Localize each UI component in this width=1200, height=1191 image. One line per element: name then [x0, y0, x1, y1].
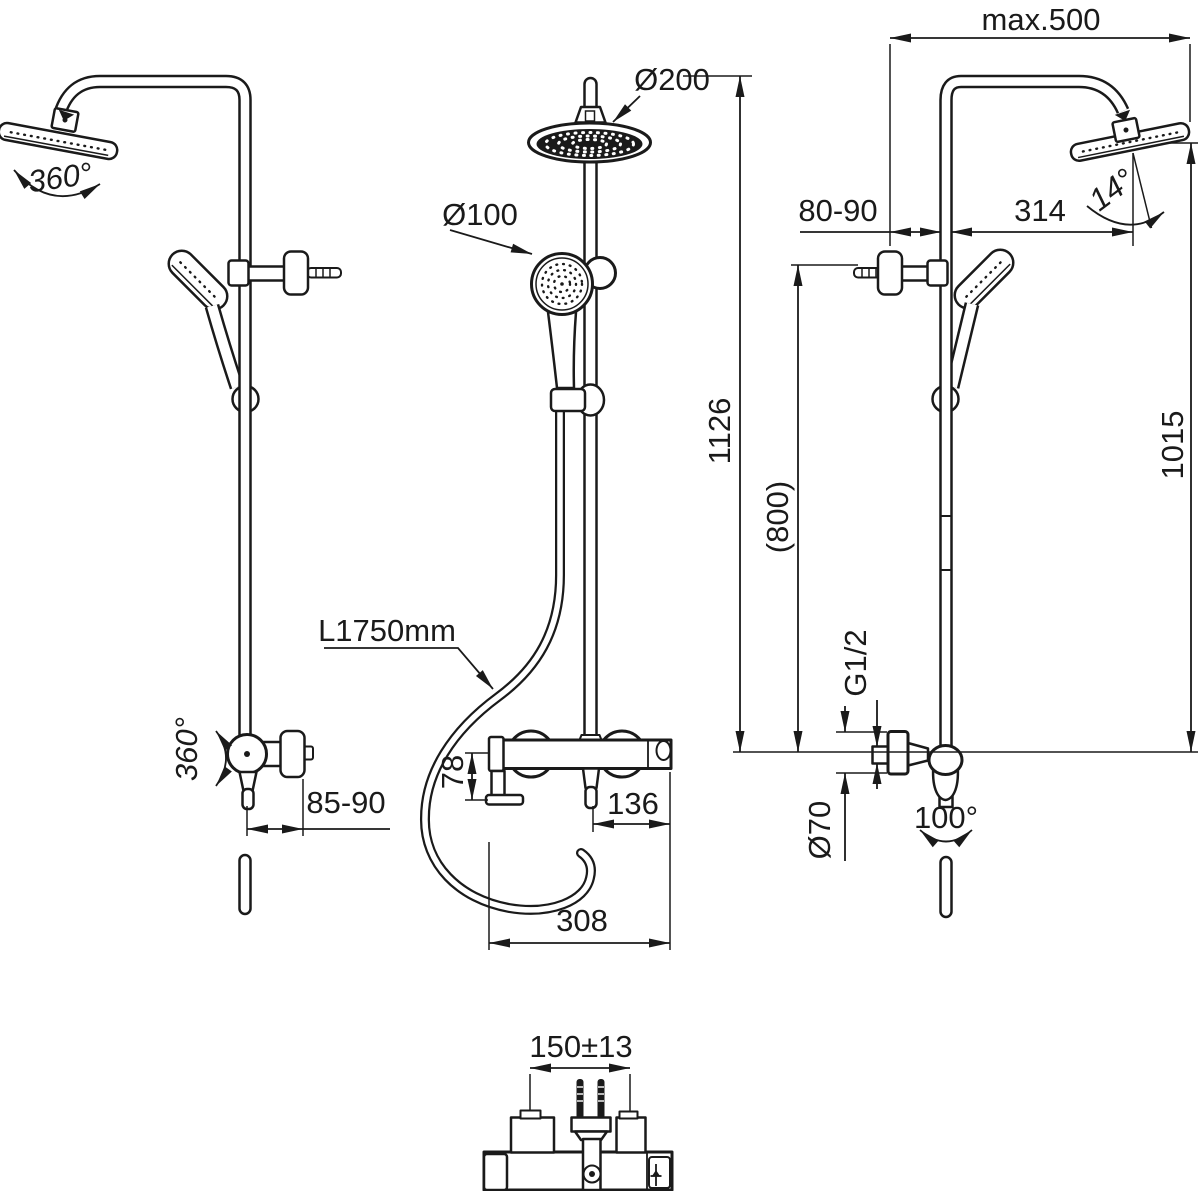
- dim-total-height: 1126: [683, 75, 752, 752]
- hand-shower-handle: [546, 310, 578, 390]
- dim-max-wall-distance: max.500: [889, 2, 1191, 246]
- dim-label-314: 314: [1014, 193, 1066, 228]
- mixer-body: [501, 738, 673, 770]
- dim-label-360-bottom: 360°: [169, 717, 204, 781]
- dim-label-d200: Ø200: [634, 62, 710, 97]
- diverter-symbol: [650, 1164, 662, 1186]
- connector-detail: [584, 110, 596, 122]
- label-hose-length: L1750mm: [318, 613, 494, 690]
- center-connection: [570, 1116, 612, 1191]
- dim-inlet-spacing: 150±13: [529, 1029, 633, 1112]
- outlet: [581, 767, 601, 790]
- connection-pins: [576, 1079, 605, 1119]
- shower-pipe-left: [53, 74, 252, 752]
- mixer-detail-view: [482, 1079, 674, 1191]
- wall-bracket-right: [853, 250, 949, 296]
- dimensions: max.500 80-90 314 14° 1126 (800): [13, 2, 1198, 1112]
- label-rain-head-diameter: Ø200: [612, 62, 710, 123]
- wall-bracket-left: [227, 250, 342, 296]
- dim-wall-offset-top: 80-90: [798, 193, 941, 237]
- dim-label-g12: G1/2: [838, 629, 873, 696]
- dim-swivel-angle: 100°: [914, 800, 978, 848]
- pipe-stub-right: [939, 855, 953, 919]
- dim-rain-head-rotation: 360°: [13, 156, 101, 199]
- hand-shower-front: [530, 252, 594, 316]
- dim-label-d70: Ø70: [802, 801, 837, 860]
- rain-head-side-right: [1069, 109, 1191, 163]
- dim-label-1015: 1015: [1155, 411, 1190, 480]
- rain-shower-head: [527, 121, 652, 164]
- shower-hose: [419, 406, 596, 915]
- dim-wall-offset-bottom: 85-90: [246, 779, 390, 836]
- dim-hand-shower-rotation: 360°: [169, 717, 233, 787]
- label-hand-shower-diameter: Ø100: [442, 197, 533, 255]
- dim-spout-drop: 78: [435, 752, 490, 801]
- dim-escutcheon-diameter: Ø70: [802, 706, 887, 861]
- dim-rain-head-projection: 314: [951, 193, 1133, 237]
- dim-label-308: 308: [556, 903, 608, 938]
- dim-label-150: 150±13: [529, 1029, 632, 1064]
- dim-label-d100: Ø100: [442, 197, 518, 232]
- dim-label-800: (800): [760, 481, 795, 553]
- dim-label-136: 136: [607, 786, 659, 821]
- thermostatic-mixer-front: [484, 729, 673, 810]
- dim-label-l1750: L1750mm: [318, 613, 456, 648]
- rain-head-side: [0, 107, 119, 161]
- rain-head-connector: [574, 105, 607, 124]
- right-side-view: [853, 74, 1191, 919]
- dim-connection-thread: G1/2: [838, 629, 882, 789]
- pipe-stub-left: [238, 853, 252, 916]
- left-side-view: [0, 74, 342, 916]
- dim-outlet-to-end: 136: [592, 772, 671, 950]
- diverter-knob: [655, 740, 672, 761]
- mixer-body-top-view: [482, 1150, 674, 1191]
- dim-label-85-90: 85-90: [306, 785, 385, 820]
- dim-label-max500: max.500: [982, 2, 1101, 37]
- dim-label-80-90: 80-90: [798, 193, 877, 228]
- dim-rain-head-height: 1015: [1155, 142, 1198, 752]
- inlet-left: [509, 1109, 556, 1154]
- dim-bracket-height: (800): [760, 264, 858, 752]
- mixer-valve-left-side: [226, 729, 314, 811]
- inlet-right: [615, 1110, 647, 1154]
- temperature-handle: [490, 769, 506, 799]
- dim-label-78: 78: [435, 755, 470, 789]
- slide-clamp: [549, 387, 587, 413]
- dim-label-1126: 1126: [702, 398, 737, 465]
- dim-mixer-width: 308: [488, 842, 670, 950]
- shower-pipe-right: [939, 74, 1130, 752]
- dim-label-100deg: 100°: [914, 800, 978, 835]
- front-view: [419, 76, 673, 915]
